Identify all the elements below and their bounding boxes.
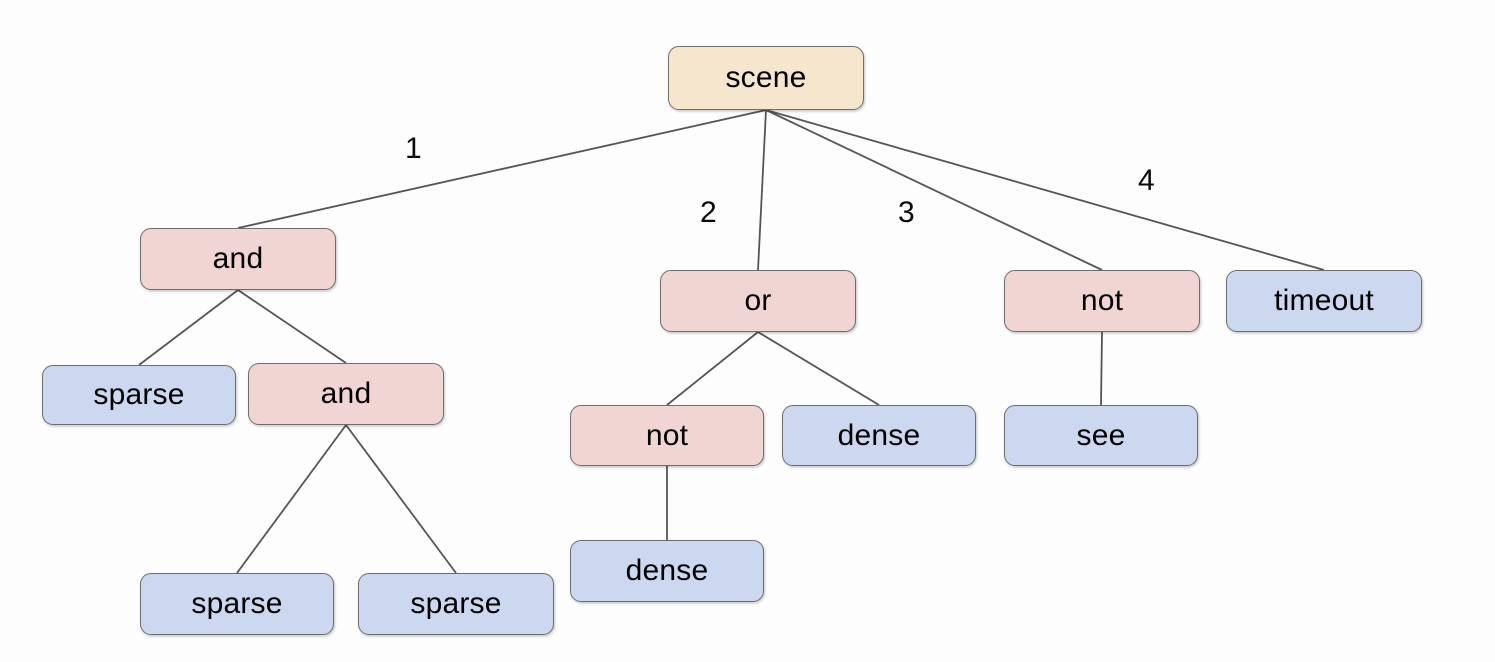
tree-node-label: and — [320, 377, 372, 410]
tree-edge — [666, 331, 759, 406]
tree-node-sparse3[interactable]: sparse — [358, 573, 554, 635]
tree-edge — [138, 289, 239, 366]
tree-edge — [765, 109, 1103, 271]
tree-node-label: not — [645, 418, 689, 452]
tree-node-label: scene — [725, 61, 807, 94]
tree-node-see1[interactable]: see — [1004, 405, 1198, 466]
tree-edge — [757, 331, 880, 406]
edge-label-scene-to-and1: 1 — [405, 132, 422, 165]
tree-node-sparse2[interactable]: sparse — [140, 573, 334, 635]
tree-node-sparse1[interactable]: sparse — [42, 365, 236, 425]
tree-node-label: see — [1076, 418, 1126, 452]
tree-node-and2[interactable]: and — [248, 363, 444, 425]
tree-node-or1[interactable]: or — [660, 270, 856, 332]
tree-edge — [757, 109, 767, 271]
tree-node-label: or — [744, 284, 772, 317]
tree-node-not2[interactable]: not — [570, 405, 764, 466]
tree-node-dense2[interactable]: dense — [570, 540, 764, 602]
tree-node-and1[interactable]: and — [140, 228, 336, 290]
tree-node-timeout1[interactable]: timeout — [1226, 270, 1422, 332]
tree-edge — [236, 424, 347, 574]
tree-edge — [765, 109, 1325, 271]
tree-node-dense1[interactable]: dense — [782, 405, 976, 466]
tree-node-label: not — [1080, 284, 1124, 317]
tree-node-label: and — [212, 242, 264, 275]
tree-node-label: sparse — [93, 378, 185, 411]
tree-node-label: dense — [625, 554, 709, 587]
tree-edge — [237, 109, 767, 229]
tree-edge — [237, 289, 347, 364]
edge-label-scene-to-timeout1: 4 — [1138, 164, 1155, 197]
tree-node-label: sparse — [191, 587, 283, 620]
tree-node-label: dense — [837, 418, 921, 452]
tree-edge — [1100, 331, 1103, 406]
tree-node-not1[interactable]: not — [1004, 270, 1200, 332]
edge-label-scene-to-not1: 3 — [898, 196, 915, 229]
tree-node-scene[interactable]: scene — [668, 46, 864, 110]
tree-node-label: sparse — [410, 587, 502, 620]
tree-node-label: timeout — [1274, 284, 1374, 317]
edge-label-scene-to-or1: 2 — [700, 196, 717, 229]
tree-edge — [345, 424, 457, 574]
